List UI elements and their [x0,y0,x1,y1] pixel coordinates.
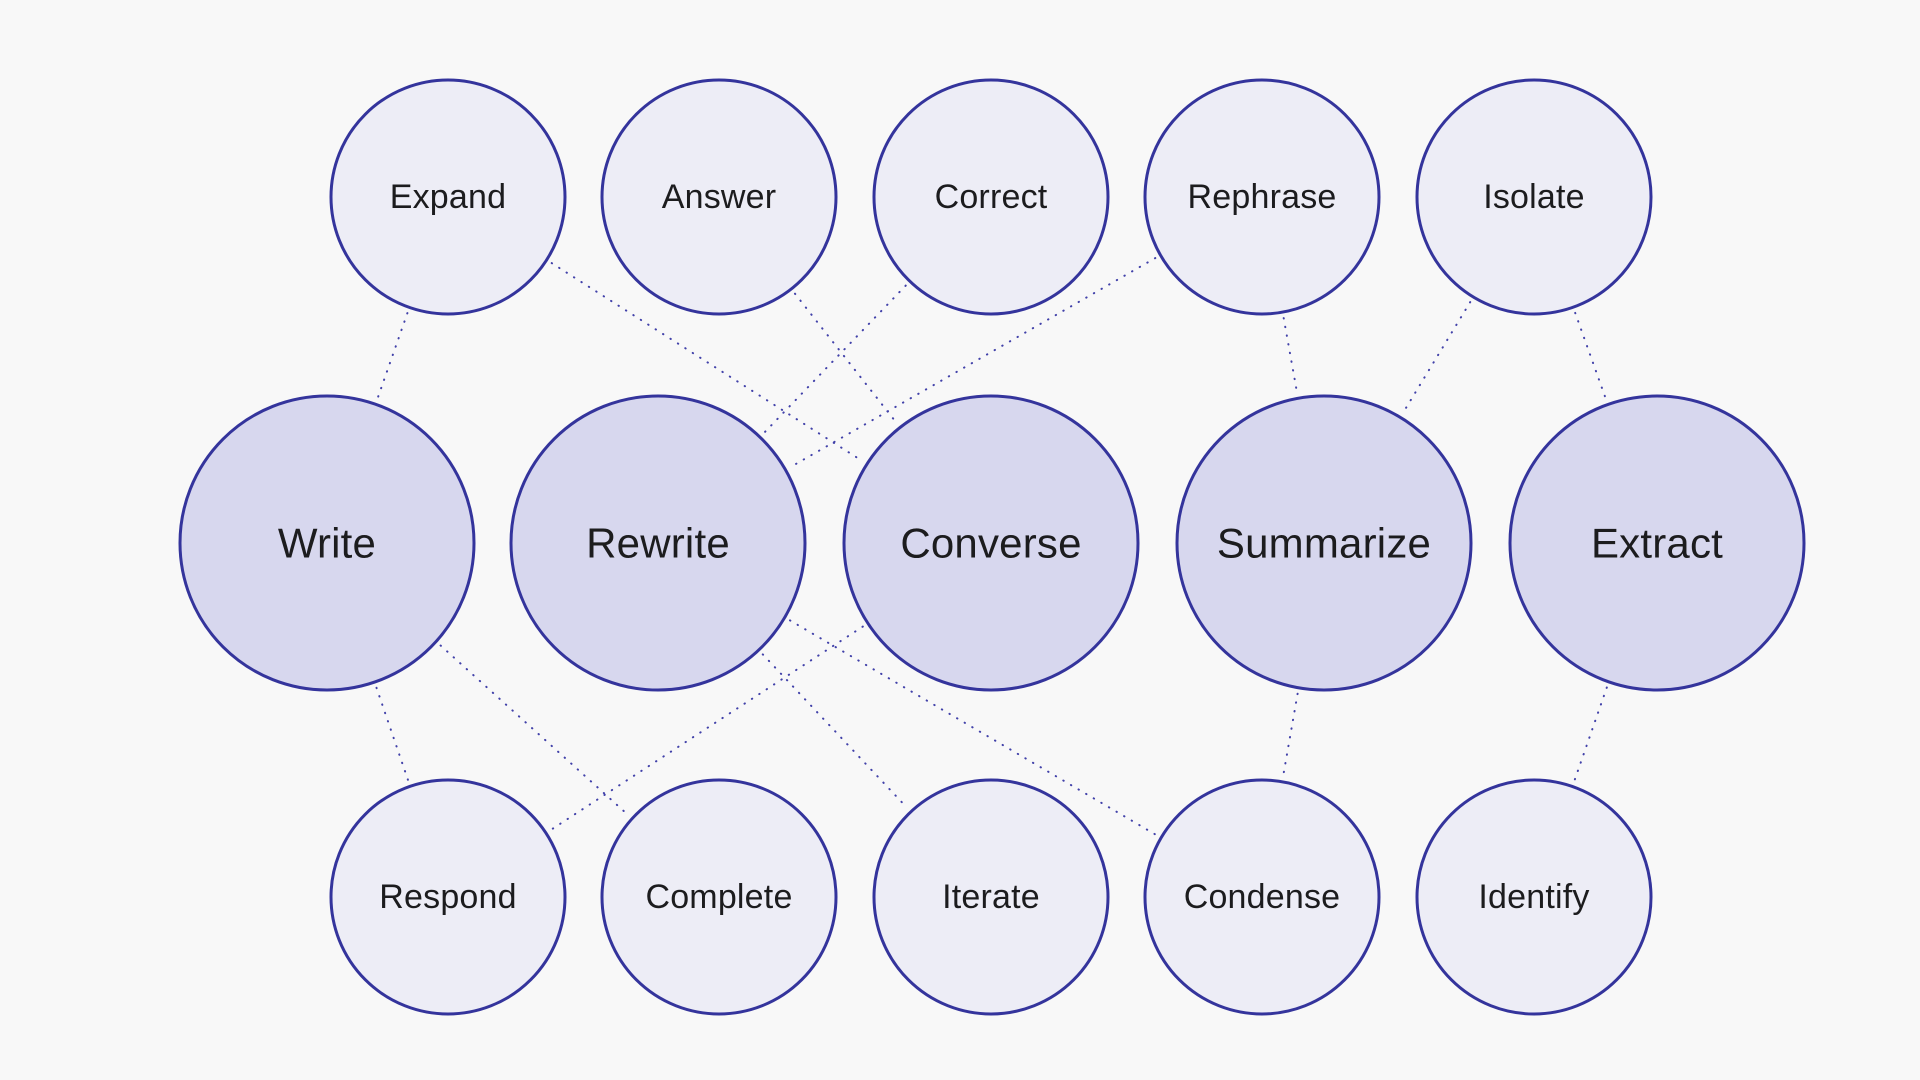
node-circle-identify [1415,778,1653,1016]
node-circle-expand [329,78,567,316]
link-isolate-extract [1574,311,1607,400]
node-circle-write [178,394,476,692]
node-label-converse: Converse [900,520,1081,567]
node-converse: Converse [842,394,1140,692]
node-rephrase: Rephrase [1143,78,1381,316]
node-label-answer: Answer [662,178,777,216]
node-circle-answer [600,78,838,316]
link-rewrite-iterate [761,653,908,809]
node-label-summarize: Summarize [1217,520,1431,567]
node-circle-isolate [1415,78,1653,316]
link-extract-identify [1573,686,1608,782]
node-label-rephrase: Rephrase [1187,178,1336,216]
node-label-iterate: Iterate [942,878,1040,916]
node-complete: Complete [600,778,838,1016]
node-summarize: Summarize [1175,394,1473,692]
node-label-correct: Correct [935,178,1048,216]
node-circle-correct [872,78,1110,316]
node-extract: Extract [1508,394,1806,692]
node-label-extract: Extract [1591,520,1723,567]
node-label-complete: Complete [645,878,792,916]
node-label-expand: Expand [390,178,507,216]
link-correct-rewrite [763,284,907,434]
node-label-write: Write [278,520,376,567]
node-rewrite: Rewrite [509,394,807,692]
node-circle-rewrite [509,394,807,692]
node-circle-extract [1508,394,1806,692]
links-layer [375,257,1608,836]
node-circle-rephrase [1143,78,1381,316]
node-label-respond: Respond [379,878,517,916]
node-identify: Identify [1415,778,1653,1016]
node-label-condense: Condense [1184,878,1341,916]
node-label-isolate: Isolate [1483,178,1585,216]
node-circle-summarize [1175,394,1473,692]
link-summarize-condense [1282,692,1299,777]
node-iterate: Iterate [872,778,1110,1016]
node-label-identify: Identify [1478,878,1589,916]
node-condense: Condense [1143,778,1381,1016]
node-respond: Respond [329,778,567,1016]
link-expand-write [376,312,409,400]
link-isolate-summarize [1402,301,1472,414]
link-converse-respond [550,625,864,831]
node-label-rewrite: Rewrite [586,520,730,567]
node-write: Write [178,394,476,692]
node-answer: Answer [600,78,838,316]
node-correct: Correct [872,78,1110,316]
link-rephrase-rewrite [789,257,1157,468]
node-isolate: Isolate [1415,78,1653,316]
link-expand-converse [550,262,863,462]
link-answer-converse [794,292,898,424]
node-circle-complete [600,778,838,1016]
node-circle-iterate [872,778,1110,1016]
node-circle-respond [329,778,567,1016]
link-write-respond [375,686,410,782]
link-rephrase-summarize [1282,317,1298,394]
node-circle-condense [1143,778,1381,1016]
node-expand: Expand [329,78,567,316]
link-rewrite-condense [789,619,1157,836]
node-circle-converse [842,394,1140,692]
